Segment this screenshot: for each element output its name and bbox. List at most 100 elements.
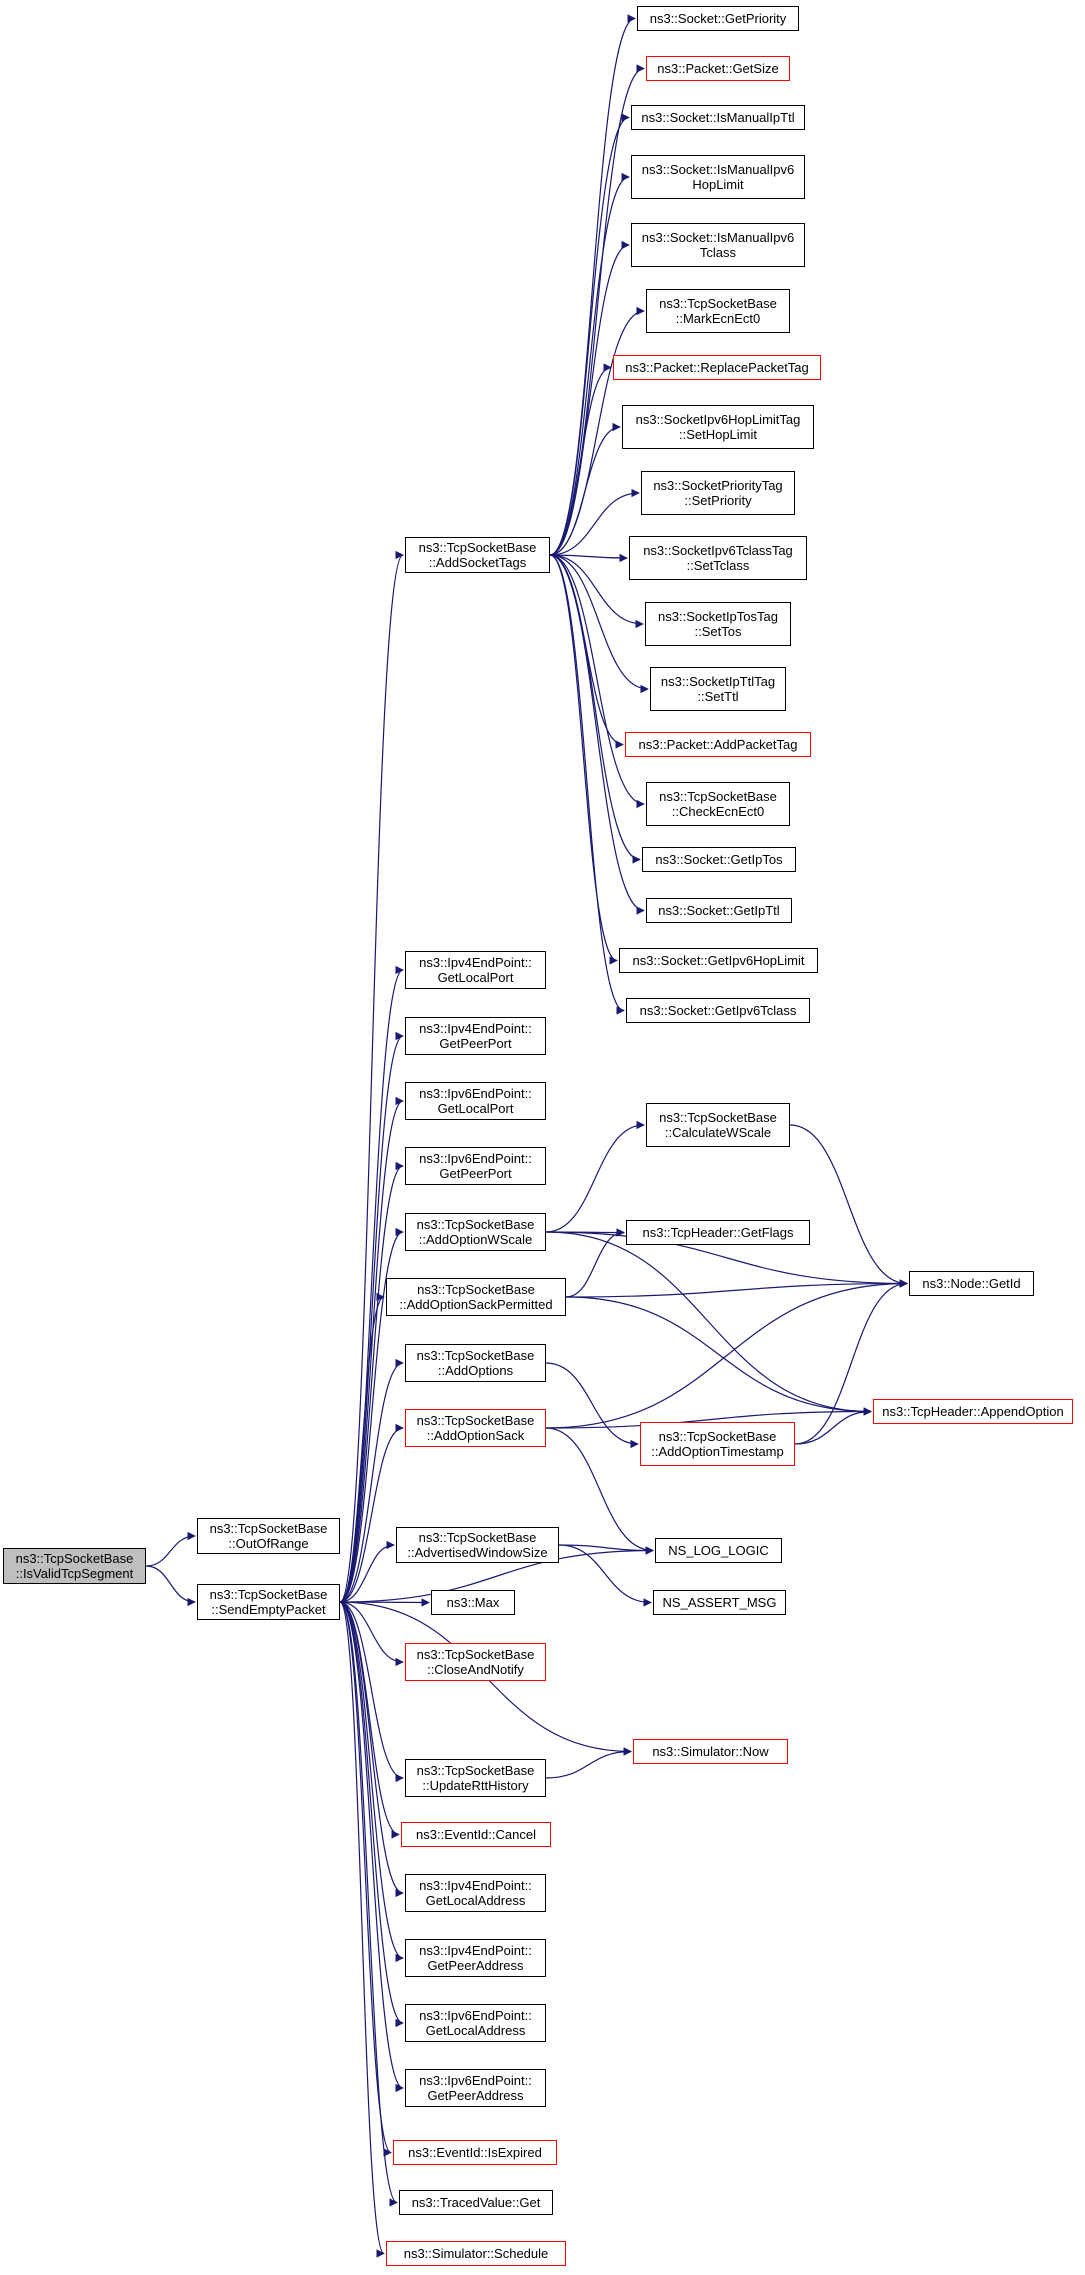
graph-node-settclass[interactable]: ns3::SocketIpv6TclassTag ::SetTclass — [629, 536, 807, 580]
edge-advwindowsize-to-nsassertmsg — [558, 1544, 652, 1607]
graph-node-addoptionsack[interactable]: ns3::TcpSocketBase ::AddOptionSack — [405, 1409, 546, 1447]
edge-sendempty-to-ipv4peerport — [339, 1031, 404, 1603]
edge-addoptionsackperm-to-getflags — [565, 1228, 625, 1298]
graph-node-calculatewscale[interactable]: ns3::TcpSocketBase ::CalculateWScale — [646, 1103, 790, 1147]
graph-node-addoptionsackperm[interactable]: ns3::TcpSocketBase ::AddOptionSackPermit… — [386, 1278, 566, 1316]
edge-addsockettags-to-settclass — [549, 553, 628, 563]
graph-node-getipv6hoplimit[interactable]: ns3::Socket::GetIpv6HopLimit — [619, 948, 818, 973]
graph-node-nodegetid[interactable]: ns3::Node::GetId — [909, 1271, 1034, 1296]
edge-addoptionwscale-to-nodegetid — [545, 1231, 908, 1288]
edge-sendempty-to-addoptionsack — [339, 1423, 404, 1603]
edge-addoptionsack-to-nsloglogic — [545, 1427, 654, 1555]
edge-sendempty-to-ipv4localaddr — [339, 1601, 404, 1898]
graph-node-getflags[interactable]: ns3::TcpHeader::GetFlags — [626, 1220, 810, 1245]
edge-addsockettags-to-sethoplimit — [549, 422, 621, 556]
graph-node-max[interactable]: ns3::Max — [431, 1590, 515, 1615]
graph-node-markecnect0[interactable]: ns3::TcpSocketBase ::MarkEcnEct0 — [646, 289, 790, 333]
edge-addsockettags-to-replacepackettag — [549, 363, 612, 556]
graph-node-sendempty[interactable]: ns3::TcpSocketBase ::SendEmptyPacket — [197, 1584, 340, 1620]
edge-sendempty-to-simschedule — [339, 1601, 385, 2258]
graph-node-nsloglogic[interactable]: NS_LOG_LOGIC — [655, 1538, 782, 1563]
graph-node-checkecnect0[interactable]: ns3::TcpSocketBase ::CheckEcnEct0 — [646, 782, 790, 826]
graph-node-appendoption[interactable]: ns3::TcpHeader::AppendOption — [873, 1399, 1073, 1424]
graph-node-addoptionwscale[interactable]: ns3::TcpSocketBase ::AddOptionWScale — [405, 1213, 546, 1251]
graph-node-replacepackettag[interactable]: ns3::Packet::ReplacePacketTag — [613, 355, 821, 380]
graph-node-getiptos[interactable]: ns3::Socket::GetIpTos — [642, 847, 796, 872]
graph-node-simschedule[interactable]: ns3::Simulator::Schedule — [386, 2241, 566, 2266]
graph-node-ipv6localaddr[interactable]: ns3::Ipv6EndPoint:: GetLocalAddress — [405, 2004, 546, 2042]
edge-addsockettags-to-ismanualipttl — [549, 113, 630, 556]
edge-addoptionsack-to-appendoption — [545, 1407, 872, 1429]
graph-node-setpriority[interactable]: ns3::SocketPriorityTag ::SetPriority — [641, 471, 795, 515]
graph-node-simnow[interactable]: ns3::Simulator::Now — [633, 1739, 788, 1764]
edge-sendempty-to-updaterttHistory — [339, 1601, 404, 1783]
edge-addsockettags-to-checkecnect0 — [549, 554, 645, 809]
edge-addsockettags-to-setttl — [549, 554, 649, 694]
graph-node-addpackettag[interactable]: ns3::Packet::AddPacketTag — [625, 732, 811, 757]
edge-sendempty-to-addoptions — [339, 1358, 404, 1603]
graph-node-ipv6peerport[interactable]: ns3::Ipv6EndPoint:: GetPeerPort — [405, 1147, 546, 1185]
edge-addsockettags-to-getipv6tclass — [549, 554, 625, 1015]
edge-addsockettags-to-settos — [549, 554, 644, 629]
edge-updaterttHistory-to-simnow — [545, 1747, 632, 1779]
edge-sendempty-to-addsockettags — [339, 551, 404, 1603]
edge-sendempty-to-ipv6peeraddr — [339, 1601, 404, 2093]
edge-addsockettags-to-getipttl — [549, 554, 645, 915]
edge-addsockettags-to-setpriority — [549, 488, 640, 556]
edge-addoptionsackperm-to-appendoption — [565, 1296, 872, 1416]
edge-addsockettags-to-pktgetsize — [549, 64, 645, 556]
edge-sendempty-to-advwindowsize — [339, 1540, 395, 1603]
graph-node-advwindowsize[interactable]: ns3::TcpSocketBase ::AdvertisedWindowSiz… — [396, 1527, 559, 1563]
graph-node-ipv4peeraddr[interactable]: ns3::Ipv4EndPoint:: GetPeerAddress — [405, 1939, 546, 1977]
graph-node-addsockettags[interactable]: ns3::TcpSocketBase ::AddSocketTags — [405, 537, 550, 573]
graph-node-nsassertmsg[interactable]: NS_ASSERT_MSG — [653, 1590, 786, 1615]
graph-node-ipv6peeraddr[interactable]: ns3::Ipv6EndPoint:: GetPeerAddress — [405, 2069, 546, 2107]
edge-addoptionwscale-to-appendoption — [545, 1231, 872, 1416]
graph-node-ipv4peerport[interactable]: ns3::Ipv4EndPoint:: GetPeerPort — [405, 1017, 546, 1055]
edge-addoptiontimestamp-to-appendoption — [794, 1407, 872, 1445]
graph-node-tracedvalueget[interactable]: ns3::TracedValue::Get — [399, 2190, 553, 2215]
graph-node-root[interactable]: ns3::TcpSocketBase ::IsValidTcpSegment — [3, 1548, 146, 1584]
edge-addoptiontimestamp-to-nodegetid — [794, 1279, 908, 1445]
edge-addsockettags-to-ismanualipv6hop — [549, 172, 630, 556]
graph-node-ismanualipv6hop[interactable]: ns3::Socket::IsManualIpv6 HopLimit — [631, 155, 805, 199]
edge-sendempty-to-ipv6peerport — [339, 1161, 404, 1603]
edge-addsockettags-to-getpriority — [549, 14, 636, 556]
graph-node-getipv6tclass[interactable]: ns3::Socket::GetIpv6Tclass — [626, 998, 810, 1023]
graph-node-eventcancel[interactable]: ns3::EventId::Cancel — [401, 1822, 551, 1847]
graph-node-eventisexpired[interactable]: ns3::EventId::IsExpired — [393, 2140, 557, 2165]
graph-node-ismanualipttl[interactable]: ns3::Socket::IsManualIpTtl — [631, 105, 805, 130]
graph-node-getpriority[interactable]: ns3::Socket::GetPriority — [637, 6, 799, 31]
edge-calculatewscale-to-nodegetid — [789, 1124, 908, 1288]
edge-addsockettags-to-getiptos — [549, 554, 641, 864]
edge-sendempty-to-ipv6localport — [339, 1096, 404, 1603]
edge-sendempty-to-addoptionsackperm — [339, 1292, 385, 1603]
edge-addoptions-to-addoptiontimestamp — [545, 1362, 639, 1449]
edge-sendempty-to-ipv4peeraddr — [339, 1601, 404, 1963]
edge-sendempty-to-closeandnotify — [339, 1601, 404, 1667]
graph-node-pktgetsize[interactable]: ns3::Packet::GetSize — [646, 56, 790, 81]
graph-node-ipv4localport[interactable]: ns3::Ipv4EndPoint:: GetLocalPort — [405, 951, 546, 989]
graph-node-ipv4localaddr[interactable]: ns3::Ipv4EndPoint:: GetLocalAddress — [405, 1874, 546, 1912]
edge-advwindowsize-to-nsloglogic — [558, 1544, 654, 1555]
edge-root-to-sendempty — [145, 1565, 196, 1607]
graph-node-sethoplimit[interactable]: ns3::SocketIpv6HopLimitTag ::SetHopLimit — [622, 405, 814, 449]
graph-node-settos[interactable]: ns3::SocketIpTosTag ::SetTos — [645, 602, 791, 646]
graph-node-ipv6localport[interactable]: ns3::Ipv6EndPoint:: GetLocalPort — [405, 1082, 546, 1120]
graph-node-addoptiontimestamp[interactable]: ns3::TcpSocketBase ::AddOptionTimestamp — [640, 1422, 795, 1466]
graph-node-ismanualipv6tc[interactable]: ns3::Socket::IsManualIpv6 Tclass — [631, 223, 805, 267]
graph-node-outofrange[interactable]: ns3::TcpSocketBase ::OutOfRange — [197, 1518, 340, 1554]
edge-sendempty-to-addoptionwscale — [339, 1227, 404, 1603]
edge-addoptionsack-to-nodegetid — [545, 1279, 908, 1429]
graph-node-closeandnotify[interactable]: ns3::TcpSocketBase ::CloseAndNotify — [405, 1643, 546, 1681]
graph-node-setttl[interactable]: ns3::SocketIpTtlTag ::SetTtl — [650, 667, 786, 711]
graph-node-getipttl[interactable]: ns3::Socket::GetIpTtl — [646, 898, 792, 923]
edge-root-to-outofrange — [145, 1531, 196, 1567]
graph-node-updaterttHistory[interactable]: ns3::TcpSocketBase ::UpdateRttHistory — [405, 1759, 546, 1797]
edge-sendempty-to-eventcancel — [339, 1601, 400, 1839]
graph-node-addoptions[interactable]: ns3::TcpSocketBase ::AddOptions — [405, 1344, 546, 1382]
edge-addsockettags-to-ismanualipv6tc — [549, 240, 630, 556]
edge-sendempty-to-tracedvalueget — [339, 1601, 398, 2207]
edge-sendempty-to-ipv6localaddr — [339, 1601, 404, 2028]
